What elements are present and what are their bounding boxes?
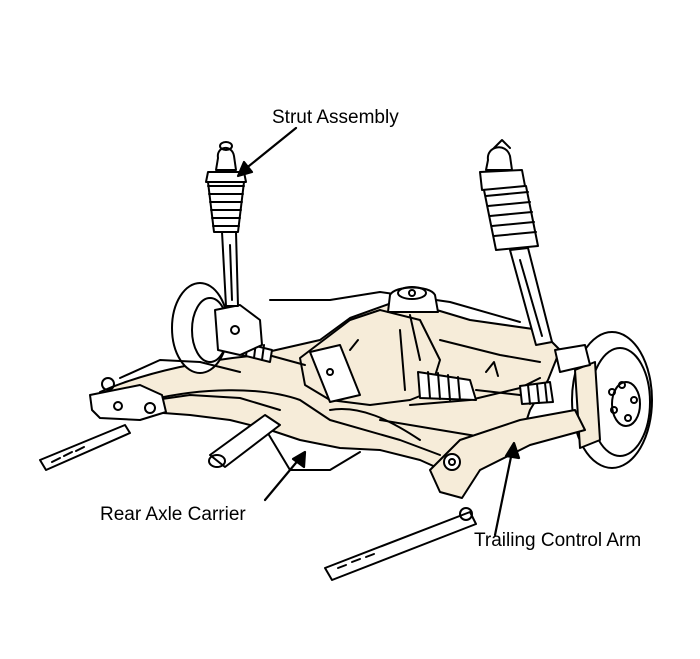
strut-assembly-label: Strut Assembly — [272, 107, 399, 128]
leader-arrows — [238, 128, 519, 535]
trailing-control-arm-label: Trailing Control Arm — [474, 530, 642, 551]
left-brake-disc — [172, 283, 262, 373]
rear-axle-carrier-label: Rear Axle Carrier — [100, 504, 246, 525]
right-drive-shaft — [418, 372, 553, 404]
right-strut — [480, 140, 552, 345]
center-tube — [209, 415, 280, 467]
right-lower-link — [325, 508, 476, 580]
right-brake-disc — [555, 332, 652, 468]
differential-housing — [300, 287, 440, 405]
strut-assembly-arrowhead — [238, 162, 252, 176]
sway-bar-links — [120, 340, 498, 378]
strut-assembly-leader — [244, 128, 296, 170]
rear-axle-carrier-arrowhead — [293, 452, 305, 467]
left-lower-link — [40, 425, 130, 470]
trailing-control-arm-leader — [495, 452, 512, 535]
left-strut — [206, 142, 246, 306]
trailing-control-arm-arrowhead — [506, 443, 519, 458]
left-mount-bracket — [90, 378, 166, 420]
rear-axle-carrier-leader — [265, 458, 300, 500]
